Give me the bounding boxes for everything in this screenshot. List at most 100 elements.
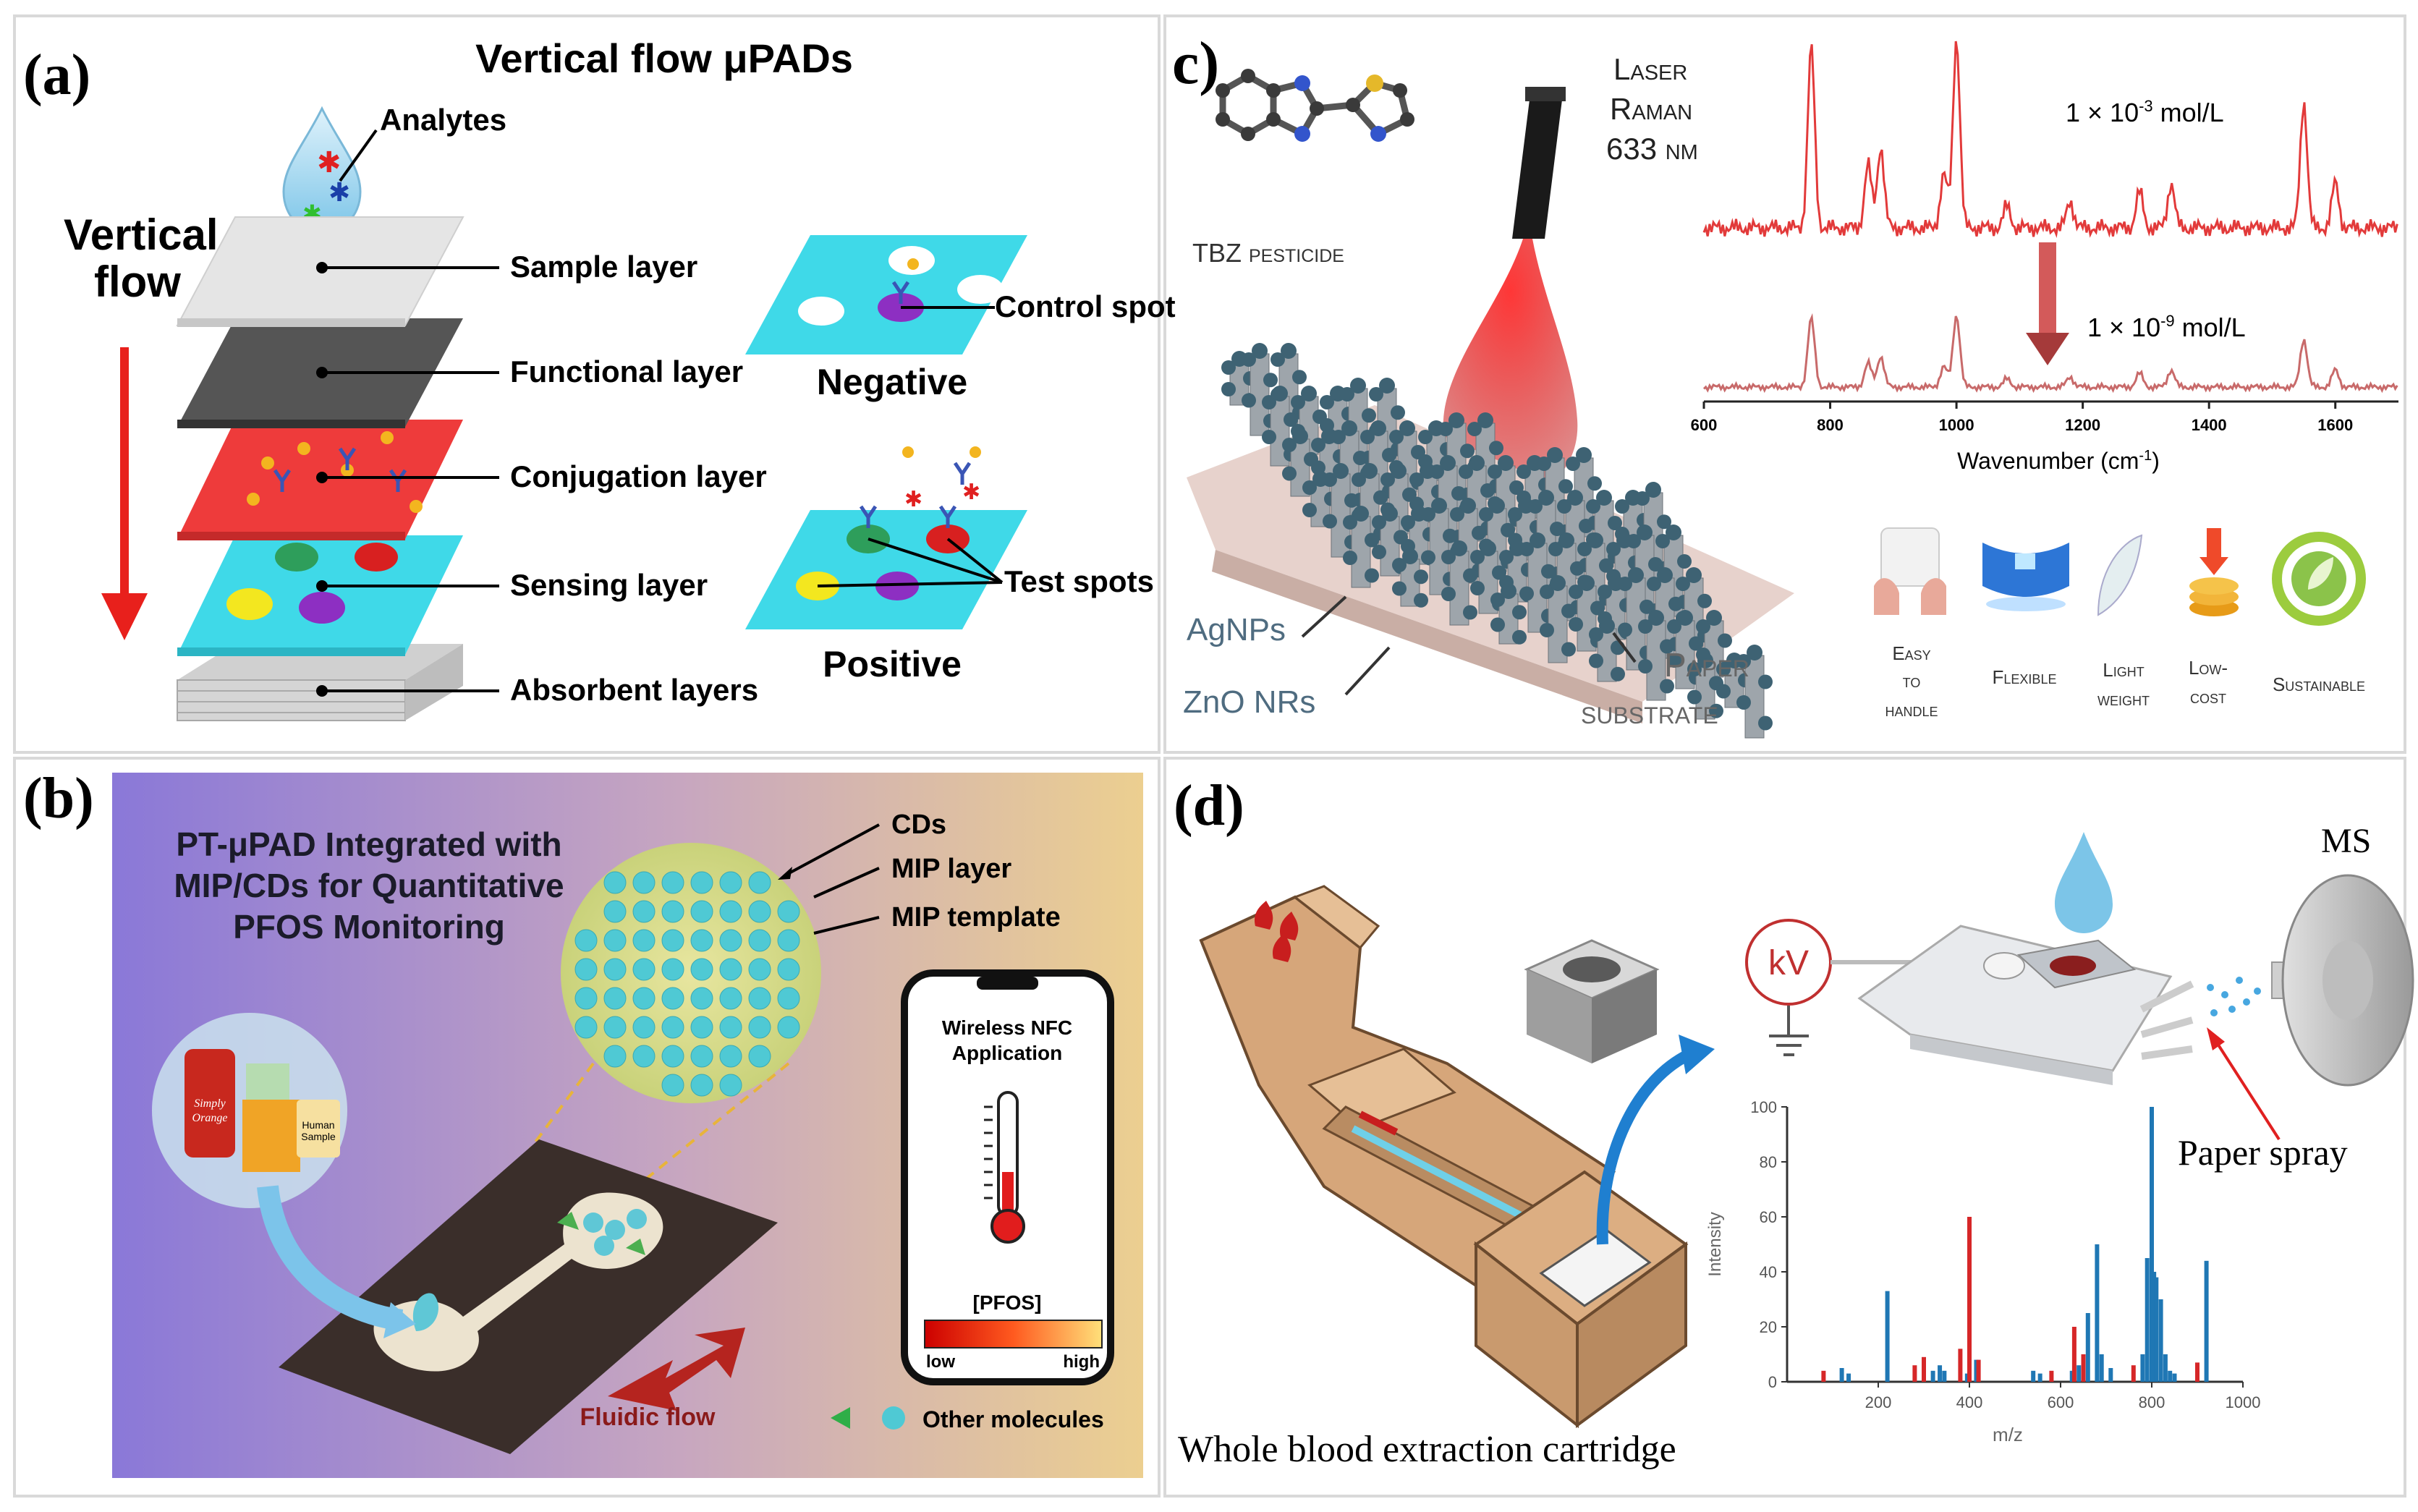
cd-dot [719, 1016, 742, 1039]
ag-nanoparticle [1460, 498, 1476, 514]
sensing-spot-green [275, 543, 318, 572]
ag-nanoparticle [1589, 653, 1603, 668]
cd-dot [690, 958, 713, 981]
analytes-label: Analytes [380, 103, 506, 137]
legend-cd-icon [882, 1406, 905, 1430]
mip-template-label: MIP template [891, 902, 1061, 933]
panel-b-letter: (b) [23, 767, 94, 831]
cd-dot [748, 900, 771, 923]
vertical-flow-label-1: Vertical [64, 211, 219, 259]
ag-nanoparticle [1467, 422, 1482, 436]
ag-nanoparticle [1489, 441, 1503, 456]
ag-nanoparticle [1221, 382, 1236, 396]
cd-dot [690, 1074, 713, 1097]
ag-nanoparticle [1343, 551, 1357, 565]
svg-text:Simply: Simply [194, 1097, 226, 1110]
ag-nanoparticle [1758, 674, 1773, 689]
ag-nanoparticle [1409, 472, 1424, 487]
cd-dot [690, 900, 713, 923]
ag-nanoparticle [1418, 430, 1433, 444]
ag-nanoparticle [1577, 542, 1592, 556]
ag-nanoparticle [1687, 689, 1702, 705]
ag-nanoparticle [1372, 515, 1386, 530]
ag-nanoparticle [1668, 596, 1683, 611]
conjugation-layer-edge [177, 532, 405, 540]
kv-label: kV [1768, 944, 1809, 982]
juice-carton [242, 1100, 300, 1172]
mip-layer-label: MIP layer [891, 854, 1011, 884]
cd-dot [661, 929, 684, 952]
ag-nanoparticle [1490, 593, 1505, 607]
ag-nanoparticle [1586, 499, 1600, 514]
ag-nanoparticle [1463, 605, 1477, 620]
functional-layer-label: Functional layer [510, 354, 743, 388]
cd-dot [661, 987, 684, 1010]
cd-dot [632, 871, 656, 894]
ms-bar [2076, 1365, 2082, 1382]
zno-nrs-label: ZnO NRs [1183, 684, 1315, 720]
ag-nanoparticle [1272, 386, 1288, 402]
feature-recycle-leaf-icon [2272, 532, 2366, 626]
ms-bar [2152, 1272, 2157, 1382]
ag-nanoparticle [1402, 487, 1417, 502]
cd-dot [690, 1016, 713, 1039]
feature-easy-label-1: Easy [1892, 642, 1930, 664]
ag-nanoparticle [1567, 490, 1583, 506]
cd-dot [690, 987, 713, 1010]
ag-nanoparticle [1340, 387, 1354, 402]
cd-dots [574, 871, 800, 1097]
ag-nanoparticle [1221, 360, 1236, 375]
raman-spectrum-high [1702, 41, 2398, 238]
panel-d-letter: (d) [1174, 774, 1244, 838]
ag-nanoparticle [1301, 386, 1317, 402]
ag-nanoparticle [1530, 532, 1545, 548]
ag-nanoparticle [1558, 479, 1573, 494]
ag-nanoparticle [1706, 610, 1722, 626]
cd-dot [661, 871, 684, 894]
cd-dot [603, 958, 627, 981]
ag-nanoparticle [1508, 507, 1522, 522]
ag-nanoparticle [1352, 472, 1366, 487]
ag-nanoparticle [1557, 499, 1571, 514]
ag-nanoparticle [1270, 352, 1285, 367]
analyte-star-red: ✱ [317, 147, 342, 179]
ms-x-tick-label: 400 [1956, 1393, 1983, 1411]
ag-nanoparticle [1599, 618, 1615, 634]
ag-nanoparticle [1686, 567, 1702, 583]
ag-nanoparticle [1645, 482, 1661, 498]
ms-x-tick-label: 200 [1865, 1393, 1892, 1411]
ms-y-tick-label: 0 [1768, 1373, 1777, 1391]
ag-nanoparticle [1480, 483, 1495, 498]
ms-bar [2145, 1258, 2150, 1382]
cartridge-label: Whole blood extraction cartridge [1178, 1429, 1676, 1470]
sample-layer-edge [177, 318, 405, 327]
ms-bar [2154, 1277, 2159, 1382]
ag-nanoparticle [1677, 610, 1693, 626]
ag-nanoparticle [1628, 567, 1644, 583]
ag-nanoparticle [1709, 676, 1723, 691]
wavenumber-label: Wavenumber (cm-1) [1957, 448, 2160, 474]
ag-nanoparticle [1537, 456, 1551, 471]
analyte-star-blue: ✱ [328, 177, 350, 207]
cds-label: CDs [891, 810, 946, 840]
ag-nanoparticle [1528, 499, 1543, 514]
conc-low-label: 1 × 10-9 mol/L [2087, 312, 2246, 342]
feature-feather-icon [2097, 534, 2143, 616]
cd-dot [632, 929, 656, 952]
panel-a-title: Vertical flow μPADs [475, 35, 853, 81]
ms-y-tick-label: 20 [1760, 1318, 1777, 1336]
ms-bar [1846, 1373, 1851, 1382]
panel-b-title-1: PT-μPAD Integrated with [176, 825, 561, 863]
ag-nanoparticle [1350, 378, 1366, 394]
feature-coins-icon [2189, 528, 2239, 616]
ag-nanoparticle [1430, 464, 1444, 479]
ms-bar [1974, 1359, 1979, 1382]
sensing-spot-red [355, 543, 398, 572]
spectrum-tick-label: 1200 [2065, 416, 2100, 434]
ag-nanoparticle [1353, 451, 1367, 465]
cd-dot [690, 929, 713, 952]
ag-nanoparticle [1323, 514, 1337, 529]
ag-nanoparticle [1480, 540, 1496, 556]
ms-y-tick-label: 100 [1750, 1098, 1777, 1116]
ag-nanoparticle [1463, 568, 1477, 583]
